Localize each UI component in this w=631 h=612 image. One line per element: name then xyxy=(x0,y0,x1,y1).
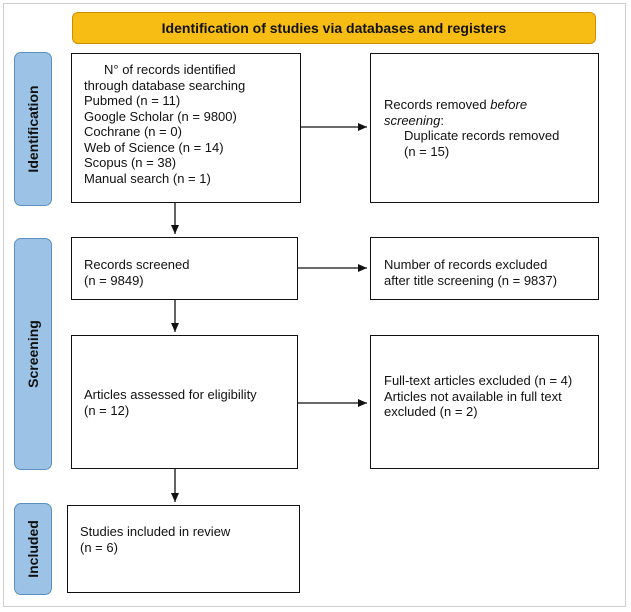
phase-included: Included xyxy=(14,503,52,595)
box-records-identified: N° of records identified through databas… xyxy=(71,53,301,203)
removed-line-4: (n = 15) xyxy=(404,143,450,159)
excluded-title-line-2: after title screening (n = 9837) xyxy=(384,272,558,288)
identified-line: Google Scholar (n = 9800) xyxy=(84,108,237,124)
box-studies-included: Studies included in review (n = 6) xyxy=(67,505,300,593)
box-records-screened: Records screened (n = 9849) xyxy=(71,237,298,300)
screened-line-2: (n = 9849) xyxy=(84,272,144,288)
screened-line-1: Records screened xyxy=(84,257,190,272)
box-records-removed: Records removed before screening: Duplic… xyxy=(370,53,599,203)
identified-line: Scopus (n = 38) xyxy=(84,155,177,170)
removed-line-2: screening: xyxy=(384,112,444,128)
box-articles-assessed: Articles assessed for eligibility (n = 1… xyxy=(71,335,298,469)
removed-line-3: Duplicate records removed xyxy=(404,128,560,143)
fulltext-line-3: excluded (n = 2) xyxy=(384,404,478,419)
header-banner: Identification of studies via databases … xyxy=(72,12,596,44)
phase-identification: Identification xyxy=(14,52,52,206)
fulltext-line-2: Articles not available in full text xyxy=(384,388,562,404)
assessed-line-1: Articles assessed for eligibility xyxy=(84,387,257,402)
identified-line: Cochrane (n = 0) xyxy=(84,124,182,139)
assessed-line-2: (n = 12) xyxy=(84,402,130,418)
included-line-2: (n = 6) xyxy=(80,539,118,555)
identified-line: N° of records identified xyxy=(104,62,236,77)
identified-line: through database searching xyxy=(84,77,246,93)
removed-line-1: Records removed before xyxy=(384,97,528,112)
header-title: Identification of studies via databases … xyxy=(161,20,507,36)
phase-screening: Screening xyxy=(14,238,52,470)
identified-line: Manual search (n = 1) xyxy=(84,170,211,186)
identified-line: Web of Science (n = 14) xyxy=(84,139,224,155)
fulltext-line-1: Full-text articles excluded (n = 4) xyxy=(384,373,573,388)
identified-line: Pubmed (n = 11) xyxy=(84,93,181,108)
excluded-title-line-1: Number of records excluded xyxy=(384,257,548,272)
box-records-excluded-title: Number of records excluded after title s… xyxy=(370,237,599,300)
diagram-frame xyxy=(3,3,626,607)
included-line-1: Studies included in review xyxy=(80,524,231,539)
box-fulltext-excluded: Full-text articles excluded (n = 4) Arti… xyxy=(370,335,599,469)
